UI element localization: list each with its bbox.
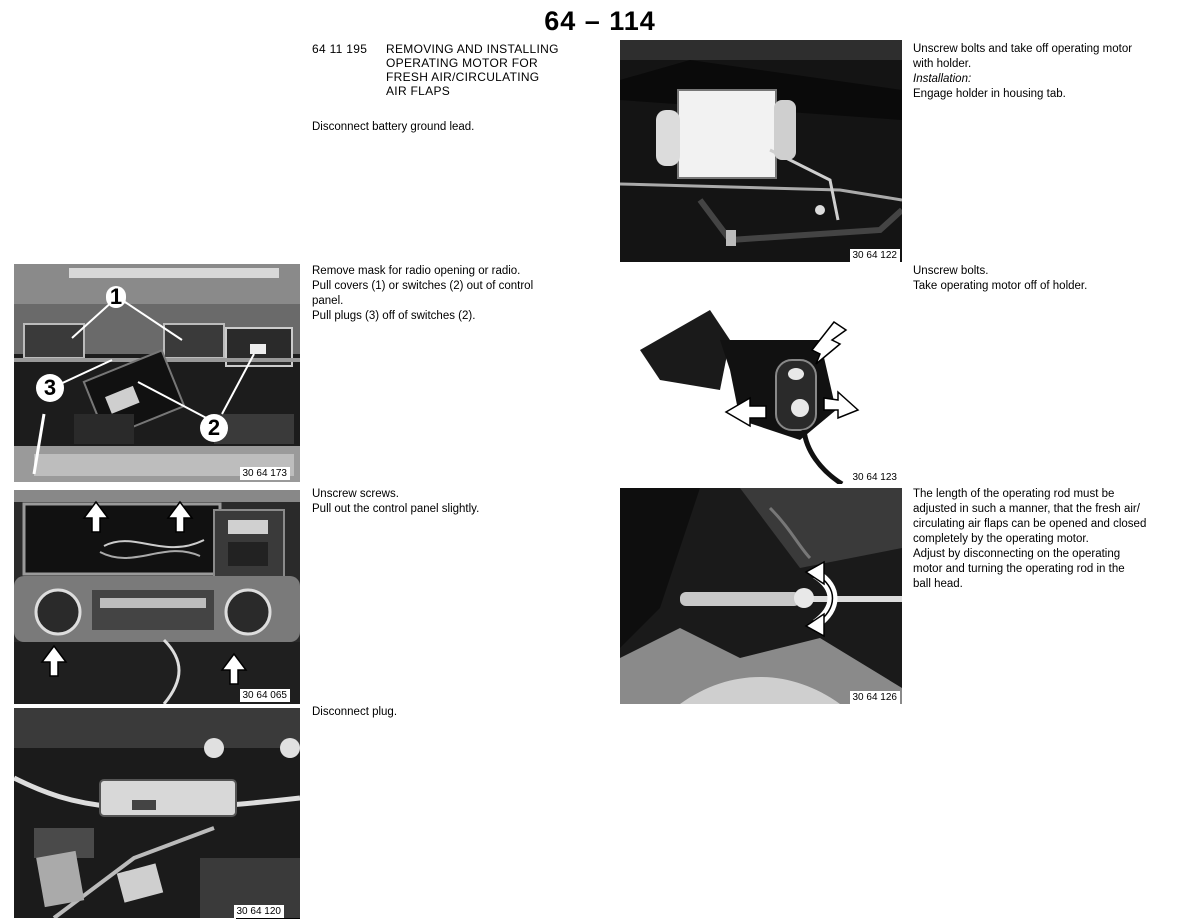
procedure-title: REMOVING AND INSTALLING OPERATING MOTOR …	[386, 42, 559, 98]
step-line: motor and turning the operating rod in t…	[913, 563, 1125, 575]
step-disconnect-battery: Disconnect battery ground lead.	[312, 121, 475, 133]
procedure-title-line: FRESH AIR/CIRCULATING	[386, 70, 540, 84]
figure-motor-off-holder: 30 64 123	[620, 300, 902, 484]
figure-control-panel-covers: 1 2 3 30 64 173	[14, 264, 300, 482]
step-line: with holder.	[913, 58, 972, 70]
step-line: Unscrew screws.	[312, 488, 399, 500]
procedure-title-line: REMOVING AND INSTALLING	[386, 42, 559, 56]
step-unscrew-screws: Unscrew screws. Pull out the control pan…	[312, 487, 479, 517]
step-line: Engage holder in housing tab.	[913, 88, 1066, 100]
figure-disconnect-plug: 30 64 120	[14, 708, 300, 918]
callout-3: 3	[36, 374, 64, 402]
step-disconnect-plug: Disconnect plug.	[312, 705, 397, 720]
figure-ref: 30 64 065	[239, 689, 290, 702]
step-line: Unscrew bolts and take off operating mot…	[913, 43, 1133, 55]
figure-ref: 30 64 126	[849, 691, 900, 704]
step-line: Pull covers (1) or switches (2) out of c…	[312, 280, 534, 292]
step-remove-mask: Remove mask for radio opening or radio. …	[312, 264, 533, 324]
step-line: circulating air flaps can be opened and …	[913, 518, 1147, 530]
figure-ref: 30 64 120	[233, 905, 284, 918]
installation-subheading: Installation:	[913, 73, 972, 85]
step-line: Pull out the control panel slightly.	[312, 503, 480, 515]
procedure-title-line: AIR FLAPS	[386, 84, 451, 98]
step-line: Disconnect plug.	[312, 706, 398, 718]
figure-control-panel-pullout: 30 64 065	[14, 490, 300, 704]
procedure-title-line: OPERATING MOTOR FOR	[386, 56, 538, 70]
procedure-code: 64 11 195	[312, 42, 368, 56]
step-unscrew-bolts-holder: Unscrew bolts. Take operating motor off …	[913, 264, 1087, 294]
step-unscrew-bolts-motor: Unscrew bolts and take off operating mot…	[913, 42, 1132, 102]
step-line: completely by the operating motor.	[913, 533, 1089, 545]
callout-2: 2	[200, 414, 228, 442]
step-line: Remove mask for radio opening or radio.	[312, 265, 521, 277]
step-line: Take operating motor off of holder.	[913, 280, 1088, 292]
callout-1: 1	[106, 286, 126, 308]
step-line: panel.	[312, 295, 344, 307]
figure-ref: 30 64 123	[849, 471, 900, 484]
page-number: 64 – 114	[544, 6, 656, 36]
figure-ref: 30 64 173	[239, 467, 290, 480]
step-line: Unscrew bolts.	[913, 265, 989, 277]
step-line: Pull plugs (3) off of switches (2).	[312, 310, 476, 322]
figure-ref: 30 64 122	[849, 249, 900, 262]
step-adjust-operating-rod: The length of the operating rod must be …	[913, 487, 1146, 592]
figure-ref-underline	[236, 918, 300, 919]
step-line: The length of the operating rod must be	[913, 488, 1115, 500]
step-line: Adjust by disconnecting on the operating	[913, 548, 1121, 560]
step-line: ball head.	[913, 578, 963, 590]
figure-operating-rod: 30 64 126	[620, 488, 902, 704]
step-line: adjusted in such a manner, that the fres…	[913, 503, 1140, 515]
figure-motor-holder: 30 64 122	[620, 40, 902, 262]
